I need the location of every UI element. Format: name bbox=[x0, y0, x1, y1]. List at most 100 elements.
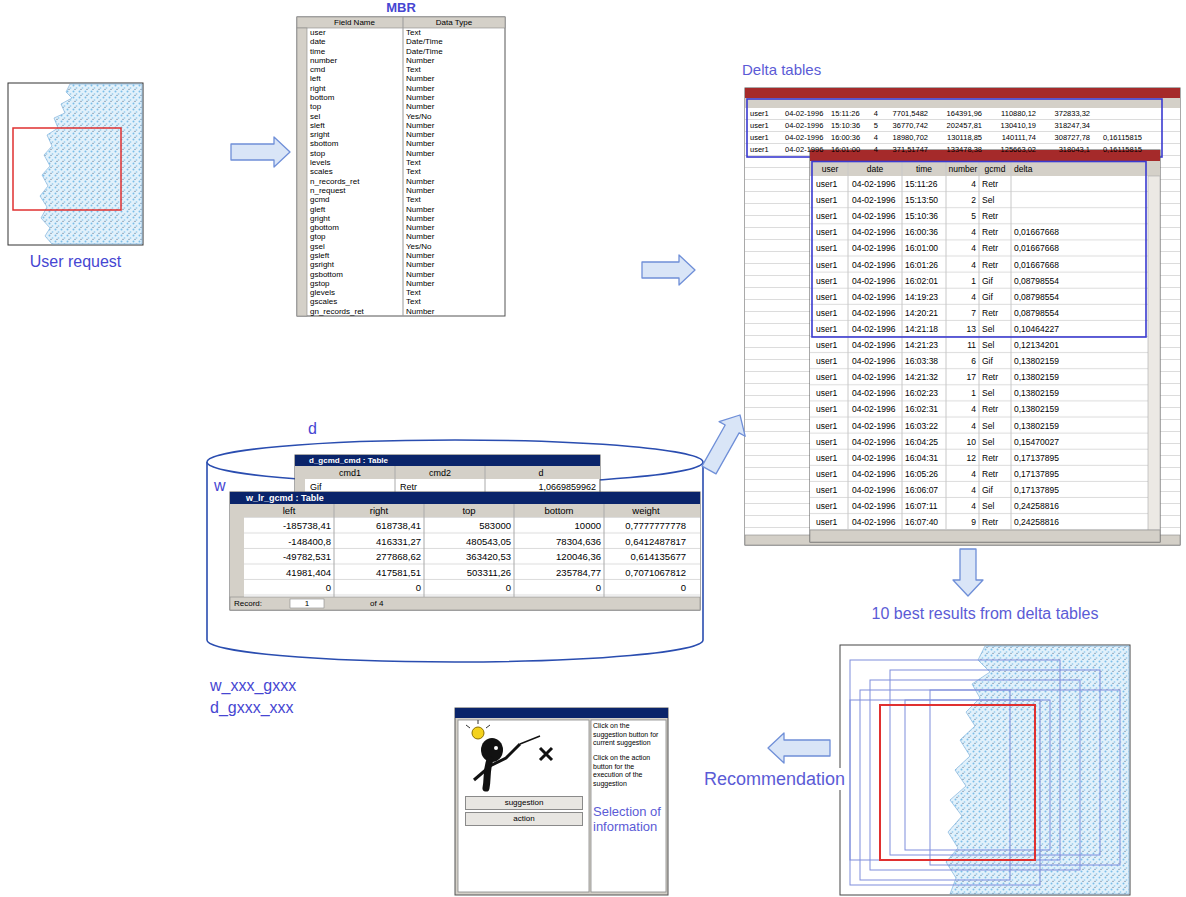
table-cell: 04-02-1996 bbox=[852, 385, 902, 401]
field-cell: gbottom bbox=[310, 223, 400, 232]
table-cell: 0,13802159 bbox=[1014, 418, 1124, 434]
table-cell: 16:01:00 bbox=[905, 240, 946, 256]
table-cell: 04-02-1996 bbox=[852, 498, 902, 514]
table-cell: 4 bbox=[949, 401, 976, 417]
field-cell: n_request bbox=[310, 186, 400, 195]
push-button: action bbox=[465, 812, 583, 826]
field-cell: time bbox=[310, 47, 400, 56]
field-cell: Number bbox=[406, 279, 502, 288]
recommendation-window-part bbox=[455, 708, 668, 895]
table-cell: user1 bbox=[816, 466, 848, 482]
table-cell: 417581,51 bbox=[336, 565, 421, 581]
table-cell: 16:03:22 bbox=[905, 418, 946, 434]
table-cell: 04-02-1996 bbox=[785, 144, 829, 156]
table-cell: 16:00:36 bbox=[831, 132, 865, 144]
block-arrow bbox=[953, 549, 983, 596]
field-cell: Text bbox=[406, 158, 502, 167]
w-table-window-part bbox=[290, 599, 324, 608]
database-cylinder-part bbox=[207, 440, 703, 484]
table-cell: 16:01:00 bbox=[831, 144, 865, 156]
table-cell: 15:11:26 bbox=[831, 108, 865, 120]
table-cell: Gif bbox=[982, 273, 1010, 289]
table-cell: 04-02-1996 bbox=[852, 401, 902, 417]
mbr-table-window-part bbox=[297, 17, 505, 316]
field-cell: gright bbox=[310, 214, 400, 223]
w-table-window-part bbox=[230, 492, 700, 504]
field-cell: number bbox=[310, 56, 400, 65]
table-cell: 0,10464227 bbox=[1014, 321, 1124, 337]
table-cell: 04-02-1996 bbox=[852, 192, 902, 208]
table-cell: user1 bbox=[816, 273, 848, 289]
table-cell: 4 bbox=[949, 240, 976, 256]
d-table-window-part bbox=[295, 455, 600, 495]
field-cell: top bbox=[310, 102, 400, 111]
table-cell: Sel bbox=[982, 385, 1010, 401]
table-cell: 363420,53 bbox=[426, 549, 511, 565]
column-header: time bbox=[903, 162, 945, 176]
table-cell: user1 bbox=[816, 305, 848, 321]
table-cell: 04-02-1996 bbox=[852, 337, 902, 353]
results-map-part bbox=[946, 646, 1129, 894]
table-cell: user1 bbox=[816, 498, 848, 514]
table-cell: 277868,62 bbox=[336, 549, 421, 565]
results-map-part-part bbox=[890, 670, 1100, 855]
results-map-part bbox=[840, 645, 1130, 895]
table-cell: 11 bbox=[949, 337, 976, 353]
table-cell: 1 bbox=[949, 385, 976, 401]
panel-label: Selection of information bbox=[593, 804, 665, 834]
mbr-table-window-part bbox=[403, 17, 404, 316]
table-cell: 1 bbox=[949, 273, 976, 289]
field-cell: gscales bbox=[310, 297, 400, 306]
table-cell: 04-02-1996 bbox=[785, 132, 829, 144]
table-cell: 41981,404 bbox=[246, 565, 331, 581]
table-cell: Gif bbox=[310, 480, 390, 494]
table-cell: 16:06:07 bbox=[905, 482, 946, 498]
table-cell: 0 bbox=[606, 580, 686, 596]
column-header: delta bbox=[1014, 162, 1124, 176]
field-cell: Text bbox=[406, 288, 502, 297]
column-header: Data Type bbox=[403, 18, 505, 28]
block-arrow bbox=[231, 137, 290, 167]
assistant-figure-part bbox=[472, 727, 484, 739]
table-cell: user1 bbox=[816, 401, 848, 417]
assistant-figure-part bbox=[494, 746, 498, 750]
panel-label: 10 best results from delta tables bbox=[832, 603, 1138, 625]
field-cell: gleft bbox=[310, 205, 400, 214]
table-cell: Retr bbox=[982, 369, 1010, 385]
results-map-part-part bbox=[850, 700, 1040, 885]
table-cell: 04-02-1996 bbox=[852, 224, 902, 240]
field-cell: gsbottom bbox=[310, 270, 400, 279]
database-cylinder-part bbox=[207, 462, 703, 662]
delta-table-window-back-part bbox=[745, 88, 1180, 545]
field-cell: stop bbox=[310, 149, 400, 158]
map-thumbnail-part bbox=[13, 128, 121, 210]
field-cell: gsel bbox=[310, 242, 400, 251]
table-cell: 318247,34 bbox=[1038, 120, 1090, 132]
table-cell: 04-02-1996 bbox=[852, 240, 902, 256]
results-map-part-part bbox=[930, 690, 1120, 865]
assistant-figure-part bbox=[520, 736, 540, 744]
table-cell: 78304,636 bbox=[516, 534, 601, 550]
results-map-part-part bbox=[905, 700, 1050, 850]
delta-table-window-front-part bbox=[848, 161, 1011, 530]
table-cell: Gif bbox=[982, 482, 1010, 498]
field-cell: Number bbox=[406, 214, 502, 223]
table-cell: 125663,02 bbox=[984, 144, 1036, 156]
table-cell: user1 bbox=[816, 321, 848, 337]
column-header: gcmd bbox=[980, 162, 1010, 176]
table-cell: 12 bbox=[949, 450, 976, 466]
map-thumbnail-part bbox=[40, 84, 142, 244]
table-cell: 2 bbox=[949, 192, 976, 208]
table-letter: w bbox=[214, 477, 228, 495]
table-cell: 14:21:18 bbox=[905, 321, 946, 337]
table-cell: 0,16115815 bbox=[1094, 132, 1142, 144]
w-table-window-part bbox=[244, 517, 700, 597]
table-cell: 140111,74 bbox=[984, 132, 1036, 144]
w-table-window-part bbox=[230, 517, 244, 597]
table-cell: user1 bbox=[816, 514, 848, 530]
field-cell: Number bbox=[406, 102, 502, 111]
table-cell: Sel bbox=[982, 321, 1010, 337]
mbr-table-window-part bbox=[297, 17, 505, 28]
table-cell: 1,0669859962 bbox=[488, 480, 596, 494]
table-cell: 371,51747 bbox=[880, 144, 928, 156]
